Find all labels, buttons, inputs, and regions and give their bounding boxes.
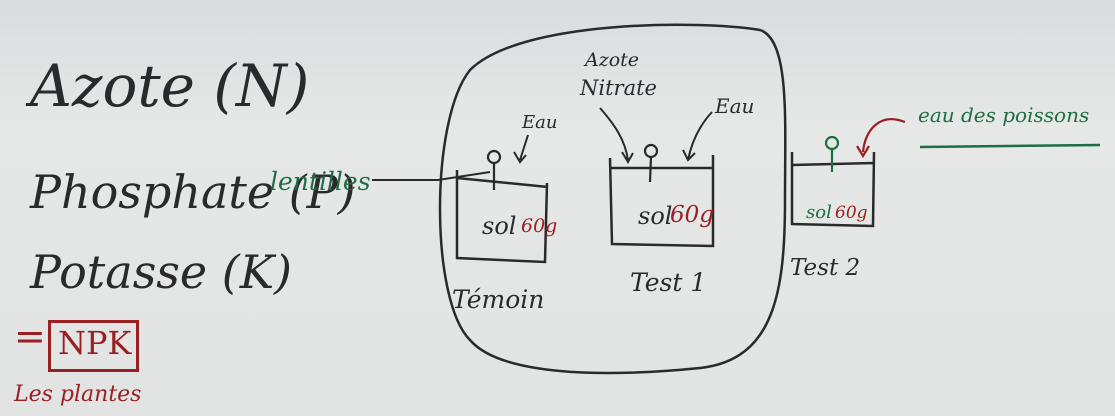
pot3-sol-label: sol bbox=[806, 202, 832, 223]
pot1-sol-label: sol bbox=[482, 212, 517, 240]
equals-sign: = bbox=[14, 314, 46, 358]
plant-test2-icon bbox=[824, 135, 840, 151]
enclosure-outline bbox=[438, 23, 787, 375]
nitrate-note-label: Nitrate bbox=[580, 76, 657, 100]
plants-label: Les plantes bbox=[14, 382, 142, 407]
temoin-label: Témoin bbox=[452, 285, 545, 314]
pot3-mass-label: 60g bbox=[835, 203, 868, 223]
pot2-sol-label: sol bbox=[638, 202, 673, 230]
pot-temoin bbox=[455, 170, 549, 264]
plant-temoin-icon bbox=[486, 149, 502, 165]
test2-label: Test 2 bbox=[790, 255, 861, 281]
npk-box bbox=[48, 320, 139, 372]
npk-label: NPK bbox=[58, 324, 132, 362]
azote-note-label: Azote bbox=[585, 49, 640, 71]
eau-des-poissons-label: eau des poissons bbox=[918, 103, 1090, 127]
eau-label-2: Eau bbox=[715, 94, 755, 118]
pot1-mass-label: 60g bbox=[521, 215, 558, 237]
test1-label: Test 1 bbox=[630, 268, 707, 297]
potasse-label: Potasse (K) bbox=[30, 245, 293, 299]
lentilles-label: lentilles bbox=[270, 167, 371, 196]
phosphate-label: Phosphate (P) bbox=[30, 165, 356, 219]
azote-label: Azote (N) bbox=[30, 52, 310, 120]
eau-label-1: Eau bbox=[522, 112, 558, 133]
plant-test1-icon bbox=[643, 143, 659, 159]
pot-test1 bbox=[608, 155, 715, 248]
pot2-mass-label: 60g bbox=[670, 202, 714, 228]
